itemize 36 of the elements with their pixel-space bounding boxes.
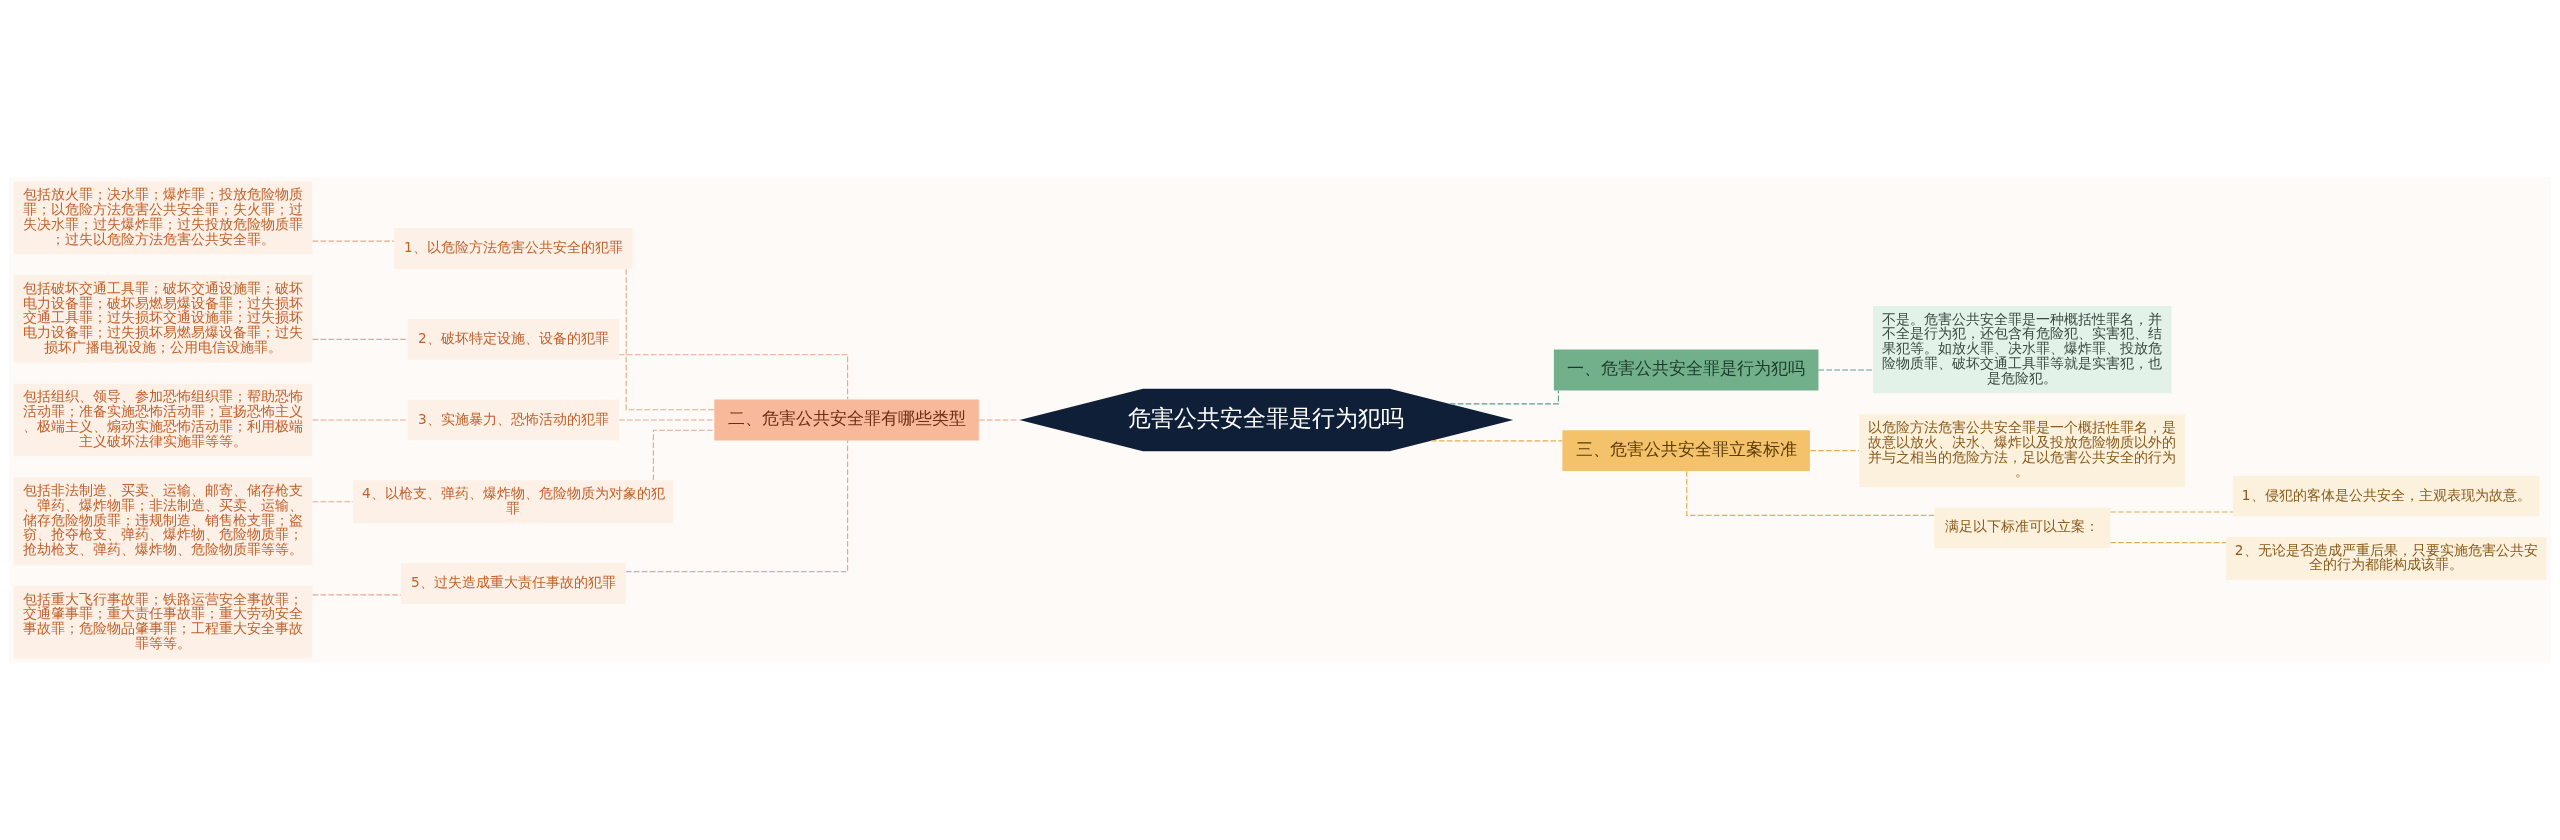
connector	[1449, 390, 1559, 405]
node-box: 5、过失造成重大责任事故的犯罪	[400, 563, 626, 604]
node-box: 1、以危险方法危害公共安全的犯罪	[394, 228, 633, 269]
connector	[618, 354, 849, 400]
connector	[978, 419, 1021, 421]
connector	[2109, 542, 2227, 544]
connector	[312, 501, 354, 503]
node-box: 包括放火罪；决水罪；爆炸罪；投放危险物质罪；以危险方法危害公共安全罪；失火罪；过失决水罪；过失爆炸罪；过失投放危险物质罪；过失以危险方法危害公共安全罪。	[13, 181, 313, 255]
node-box: 4、以枪支、弹药、爆炸物、危险物质为对象的犯罪	[353, 480, 674, 524]
node-box: 三、危害公共安全罪立案标准	[1562, 430, 1810, 472]
node-box: 3、实施暴力、恐怖活动的犯罪	[407, 399, 619, 441]
node-box: 满足以下标准可以立案：	[1934, 507, 2111, 549]
connector	[652, 429, 715, 481]
node-box: 2、破坏特定设施、设备的犯罪	[407, 318, 619, 360]
node-box: 2、无论是否造成严重后果，只要实施危害公共安全的行为都能构成该罪。	[2226, 536, 2547, 581]
connector	[1430, 440, 1563, 442]
node-box: 包括非法制造、买卖、运输、邮寄、储存枪支、弹药、爆炸物罪；非法制造、买卖、运输、储存危险物质罪；违规制造、销售枪支罪；盗窃、抢夺枪支、弹药、爆炸物、危险物质罪；抢劫枪支、弹药、爆炸物、危险物质罪等等。	[13, 477, 313, 565]
connector	[625, 439, 849, 573]
connector	[1686, 470, 1935, 516]
connector	[312, 419, 409, 421]
connector	[1817, 369, 1874, 371]
node-box: 1、侵犯的客体是公共安全，主观表现为故意。	[2232, 475, 2540, 517]
node-box: 二、危害公共安全罪有哪些类型	[714, 399, 979, 441]
connector	[312, 594, 402, 596]
node-box: 一、危害公共安全罪是行为犯吗	[1553, 349, 1819, 391]
node-box: 包括破坏交通工具罪；破坏交通设施罪；破坏电力设备罪；破坏易燃易爆设备罪；过失损坏交通工具罪；过失损坏交通设施罪；过失损坏电力设备罪；过失损坏易燃易爆设备罪；过失损坏广播电视设施；公用电信设施罪。	[13, 275, 313, 363]
connector	[618, 419, 715, 421]
connector	[312, 240, 395, 242]
node-box: 包括重大飞行事故罪；铁路运营安全事故罪；交通肇事罪；重大责任事故罪；重大劳动安全事故罪；危险物品肇事罪；工程重大安全事故罪等等。	[13, 585, 313, 659]
node-box: 不是。危害公共安全罪是一种概括性罪名，并不全是行为犯，还包含有危险犯、实害犯、结果犯等。如放火罪、决水罪、爆炸罪、投放危险物质罪、破坏交通工具罪等就是实害犯，也是危险犯。	[1872, 305, 2172, 394]
connector	[625, 268, 715, 411]
connector	[312, 338, 409, 340]
connector	[2109, 511, 2234, 513]
node-box: 以危险方法危害公共安全罪是一个概括性罪名，是故意以放火、决水、爆炸以及投放危险物质以外的并与之相当的危险方法，足以危害公共安全的行为。	[1859, 414, 2186, 487]
connector	[1809, 450, 1860, 452]
node-box: 包括组织、领导、参加恐怖组织罪；帮助恐怖活动罪；准备实施恐怖活动罪；宣扬恐怖主义、极端主义、煽动实施恐怖活动罪；利用极端主义破坏法律实施罪等等。	[13, 383, 313, 457]
